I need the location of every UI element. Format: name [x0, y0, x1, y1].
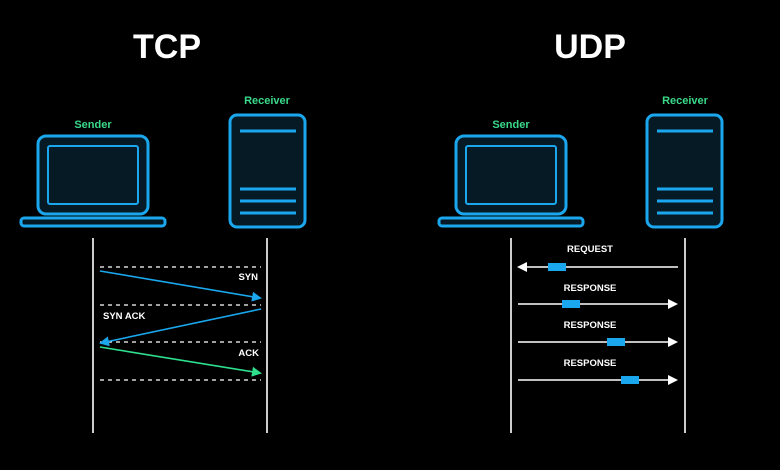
packet-icon — [621, 376, 639, 384]
udp-sender-label: Sender — [492, 119, 530, 131]
laptop-icon — [19, 134, 167, 228]
tcp-receiver-label: Receiver — [244, 95, 291, 107]
udp-section: UDP Sender Receiver REQUEST RESPONSE R — [437, 28, 724, 433]
tcp-title: TCP — [133, 28, 201, 66]
tcp-syn-ack-label: SYN ACK — [103, 311, 146, 322]
udp-request-label: REQUEST — [567, 244, 613, 255]
udp-response-label: RESPONSE — [564, 283, 617, 294]
tcp-syn-arrow — [99, 270, 262, 302]
server-icon — [228, 113, 307, 229]
udp-response-label: RESPONSE — [564, 358, 617, 369]
tcp-ack-arrow — [99, 346, 262, 377]
server-icon — [645, 113, 724, 229]
tcp-syn-ack-arrow — [99, 308, 262, 347]
udp-title: UDP — [554, 28, 626, 66]
tcp-syn-label: SYN — [238, 272, 258, 283]
tcp-ack-label: ACK — [238, 348, 259, 359]
tcp-sender-label: Sender — [74, 119, 112, 131]
tcp-section: TCP Sender Receiver SYN SYN ACK — [19, 28, 307, 433]
packet-icon — [562, 300, 580, 308]
udp-response-label: RESPONSE — [564, 320, 617, 331]
laptop-icon — [437, 134, 585, 228]
packet-icon — [548, 263, 566, 271]
udp-receiver-label: Receiver — [662, 95, 709, 107]
packet-icon — [607, 338, 625, 346]
